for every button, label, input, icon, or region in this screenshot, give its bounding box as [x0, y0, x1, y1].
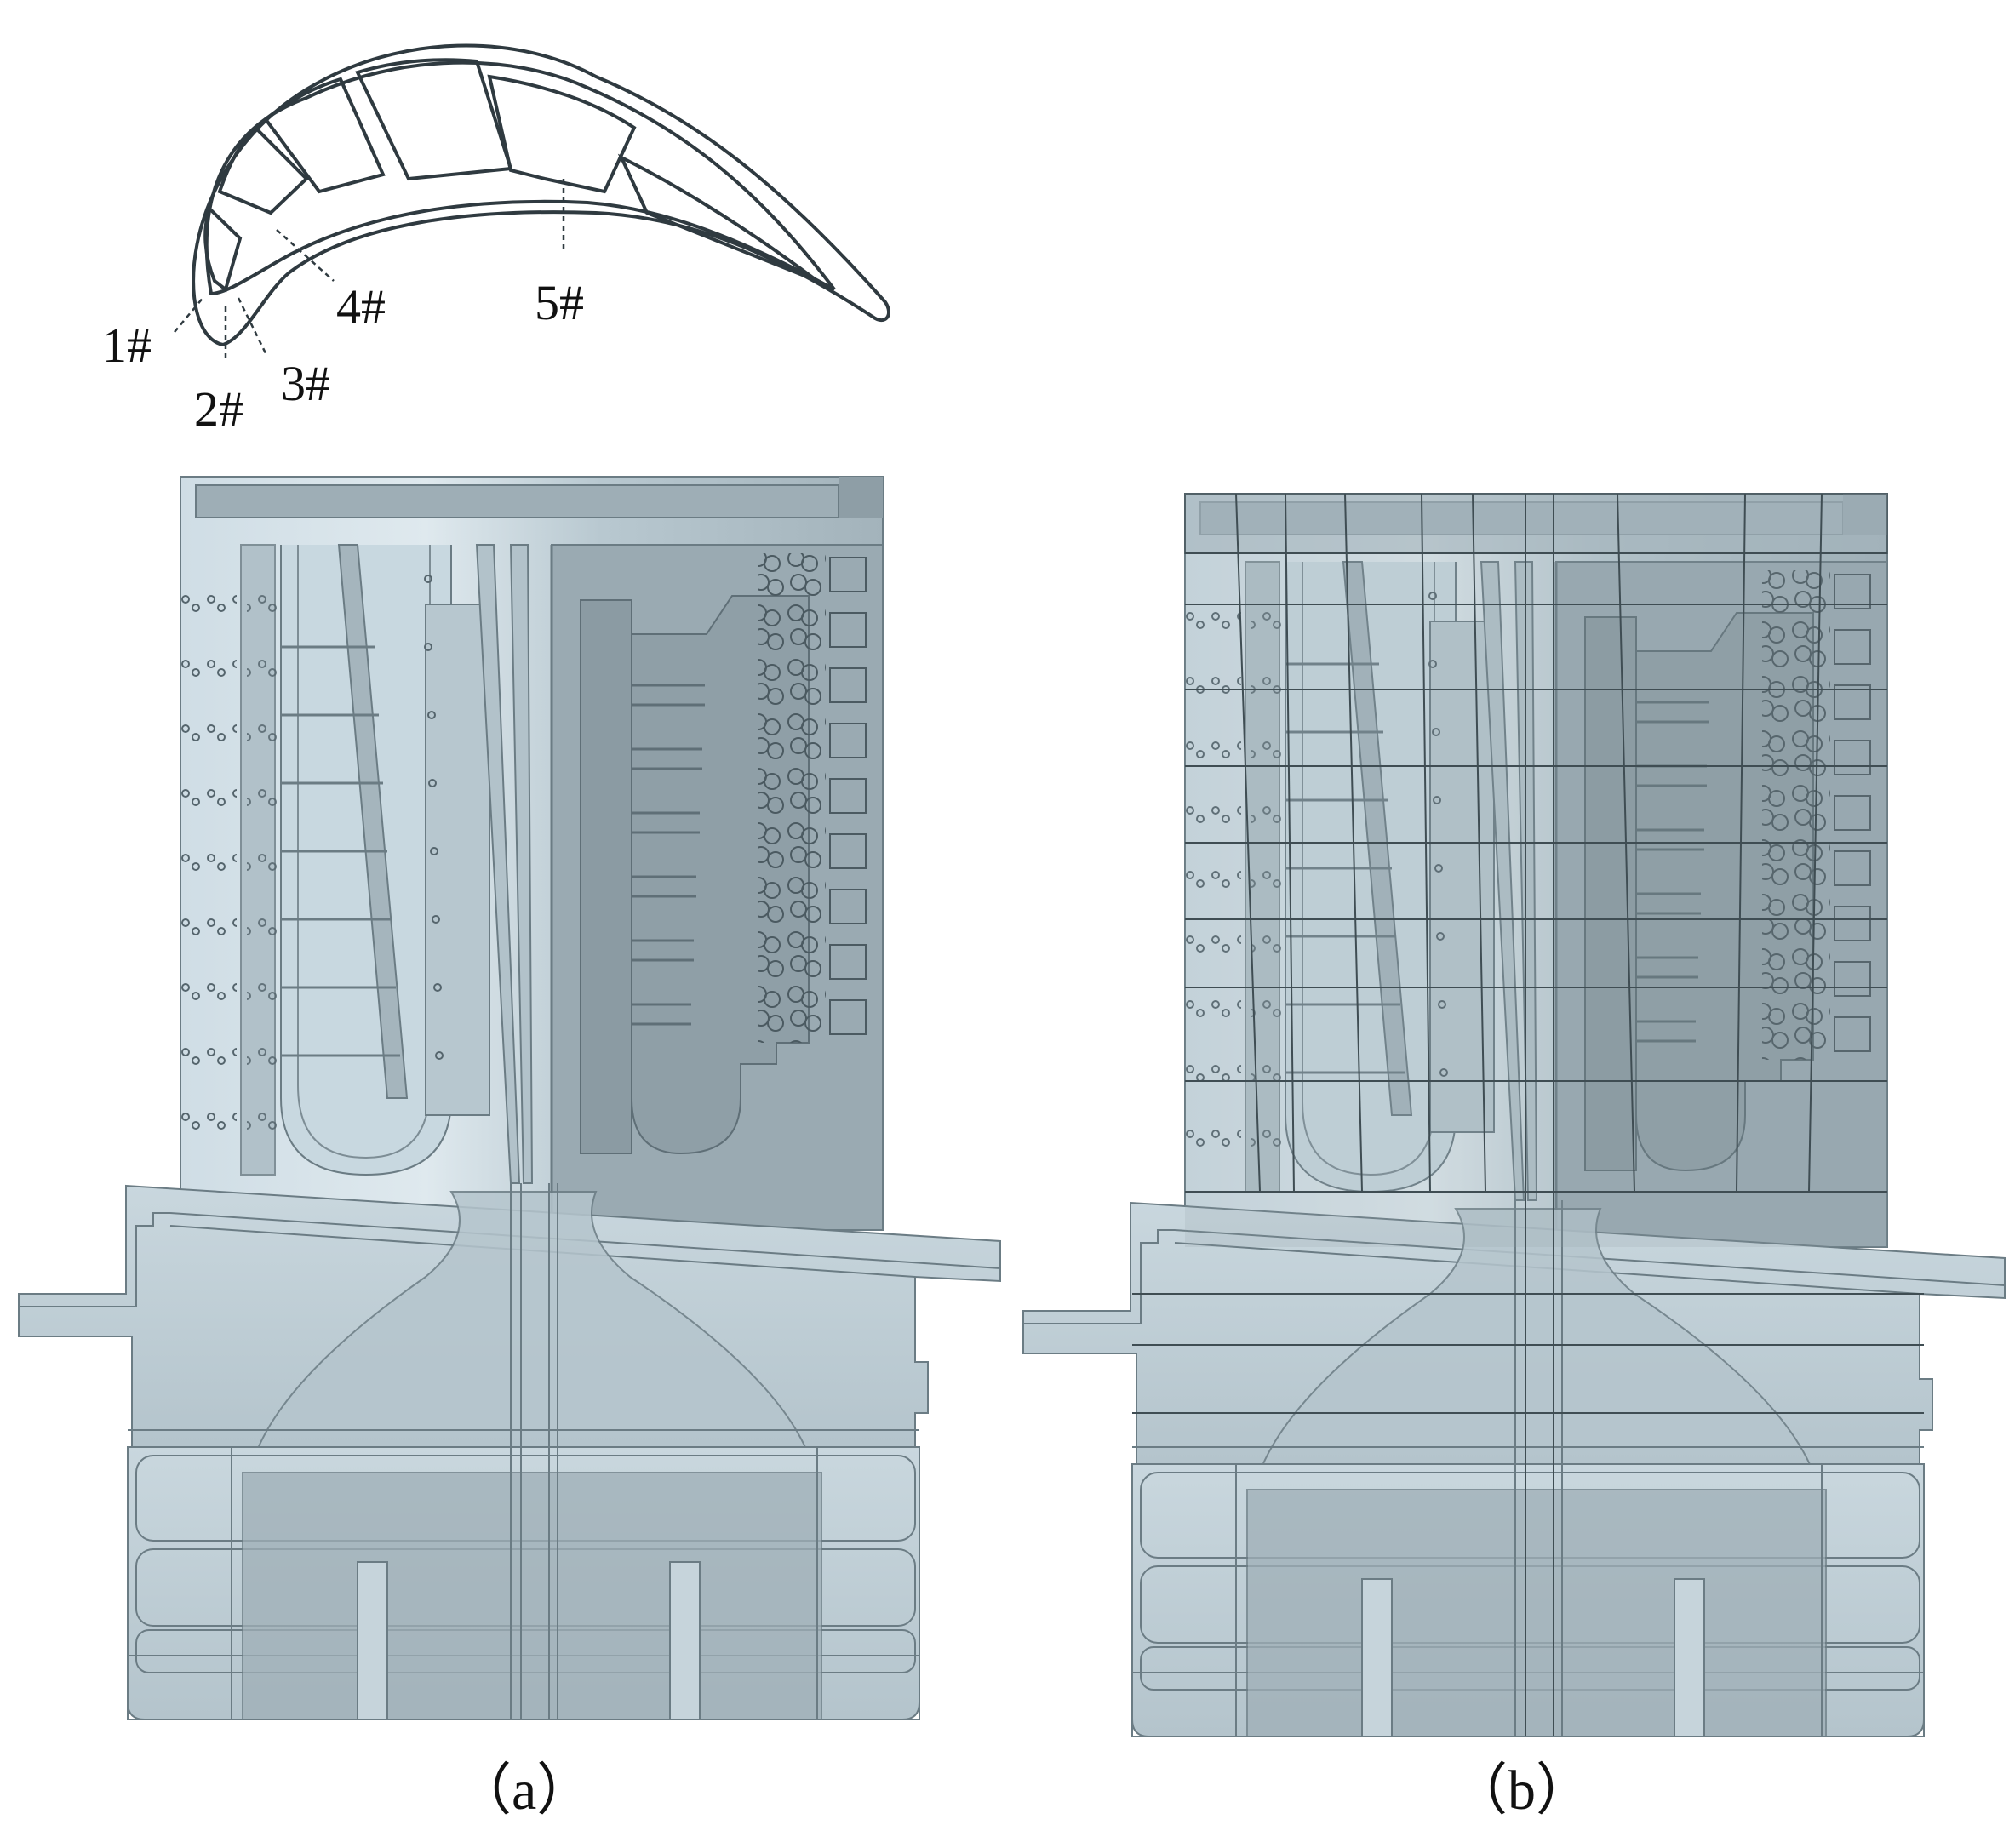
airfoil-outer-profile	[192, 43, 890, 347]
blade-model-b	[1022, 492, 2006, 1738]
airfoil-inner-profile	[204, 60, 836, 296]
airfoil-labels: 1# 2# 3# 4# 5#	[102, 275, 584, 437]
airfoil-section	[174, 43, 890, 359]
cavity-1	[203, 205, 243, 293]
label-3: 3#	[281, 356, 330, 411]
label-1: 1#	[102, 318, 152, 373]
cavity-4	[355, 58, 513, 181]
caption-b: （b）	[1451, 1759, 1592, 1822]
cavity-2	[217, 125, 309, 215]
label-4: 4#	[336, 279, 386, 335]
caption-a: （a）	[455, 1759, 592, 1822]
cavity-3	[263, 77, 386, 194]
label-5: 5#	[535, 275, 584, 330]
label-2: 2#	[194, 381, 243, 437]
blade-model-a	[17, 475, 1002, 1721]
cavity-5	[487, 74, 637, 194]
partition-lines	[1132, 493, 1924, 1736]
cavity-6	[617, 153, 819, 283]
